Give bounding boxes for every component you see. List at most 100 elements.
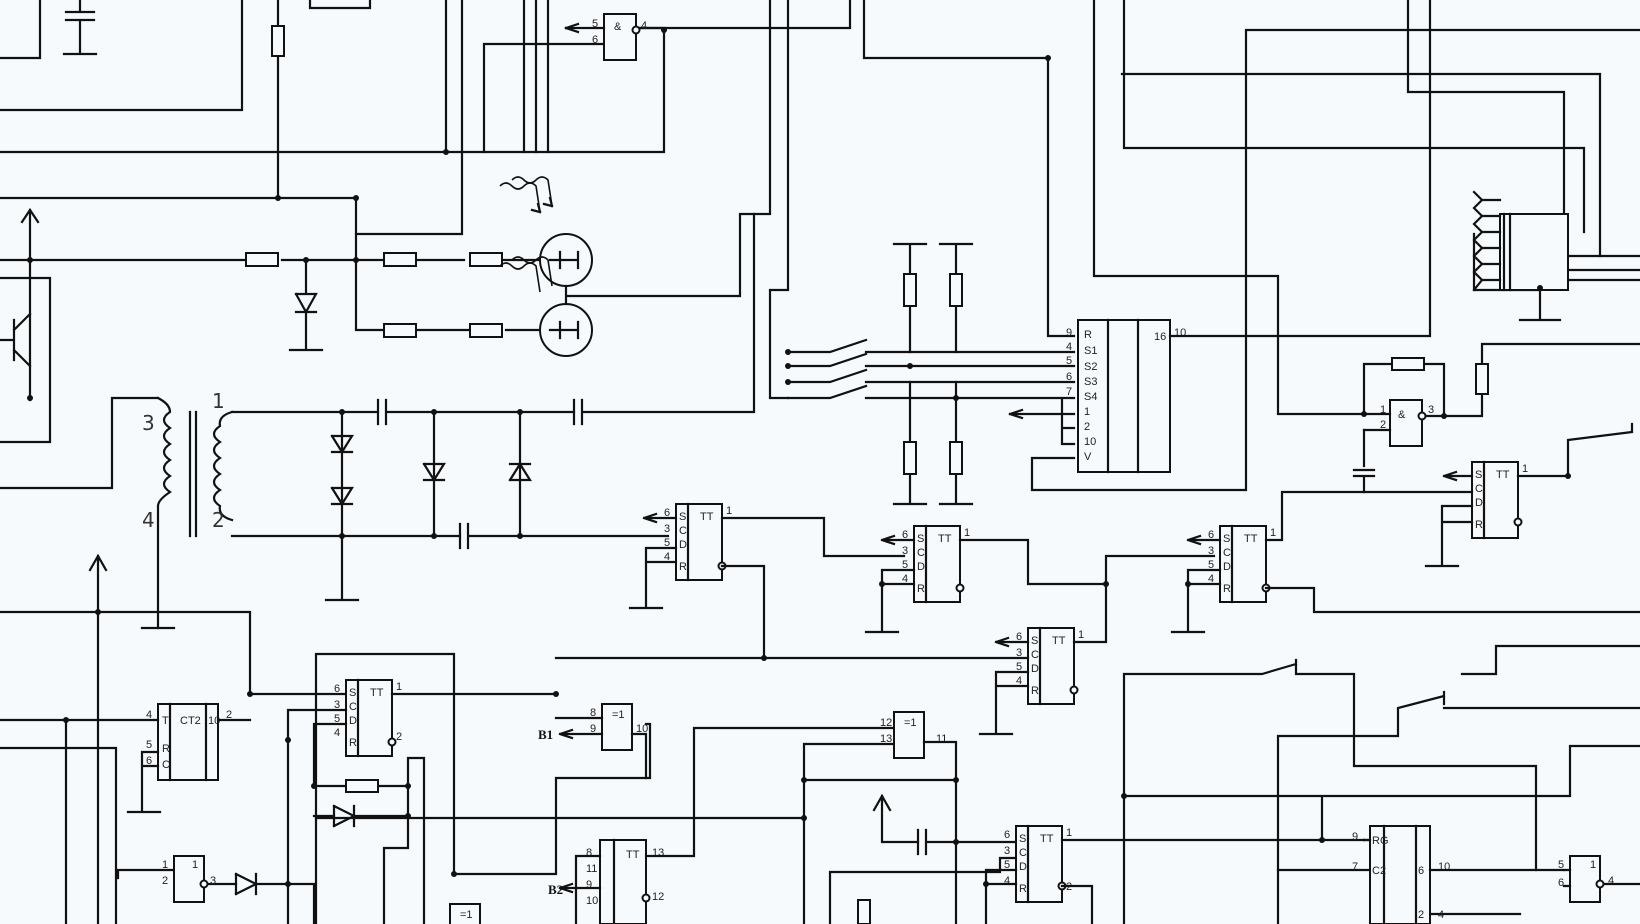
shift-register: R S1 S2 S3 S4 1 2 10 V 9 4 5 6 7 16 10 [1066,0,1432,474]
and-gate-right: & 1 2 3 [1352,342,1640,494]
flipflop-2: TT S C D R 6 3 5 4 1 [864,524,1216,634]
flipflop-3-title: TT [1244,533,1258,545]
flipflop-1-num-3: 3 [664,523,670,535]
register-rg-num-2: 2 [1418,909,1424,921]
gate-xor-bottom: =1 [449,903,481,924]
counter-num-6: 6 [146,755,152,767]
transistor-left [0,208,52,444]
and-gate-top-symbol: & [614,21,622,33]
counter-num-2: 2 [226,709,232,721]
transformer-pin-2: 2 [212,508,225,532]
shift-register-pin-s3: S3 [1084,376,1097,388]
photo-sensor-block [0,0,772,357]
signal-b2-label: B2 [548,882,563,897]
flipflop-6-r: R [1019,883,1027,895]
flipflop-4-num-4: 4 [1016,675,1022,687]
flipflop-5-num-5: 5 [334,713,340,725]
register-rg-pin-c2: C2 [1372,865,1386,877]
flipflop-2-title: TT [938,533,952,545]
counter-num-5: 5 [146,739,152,751]
flipflop-b2-num-10: 10 [586,895,598,907]
flipflop-3-c: C [1223,547,1231,559]
flipflop-5-num-1: 1 [396,681,402,693]
and-gate-right-symbol: & [1398,409,1406,421]
and-gate-right-pin-2: 2 [1380,419,1386,431]
shift-register-num-4: 4 [1066,341,1072,353]
flipflop-4: TT S C D R 6 3 5 4 1 [554,581,1109,736]
shift-register-pin-10: 10 [1084,436,1096,448]
flipflop-3-d: D [1223,561,1231,573]
flipflop-4-num-5: 5 [1016,661,1022,673]
flipflop-1-num-1: 1 [726,505,732,517]
flipflop-3-num-1: 1 [1270,527,1276,539]
register-rg-num-10: 10 [1438,861,1450,873]
flipflop-2-r: R [917,583,925,595]
flipflop-2-num-4: 4 [902,573,908,585]
transformer-pin-1: 1 [212,389,225,413]
flipflop-4-num-6: 6 [1016,631,1022,643]
flipflop-1-num-4: 4 [664,551,670,563]
counter-pin-c: C [162,759,170,771]
flipflop-6-d: D [1019,861,1027,873]
flipflop-6-c: C [1019,847,1027,859]
flipflop-4-num-3: 3 [1016,647,1022,659]
and-gate-right-pin-1: 1 [1380,404,1386,416]
switch-bank [768,0,1640,506]
flipflop-1-s: S [679,511,686,523]
flipflop-5-c: C [349,701,357,713]
gate-xor-mid-pin-12: 12 [880,717,892,729]
flipflop-5-num-6: 6 [334,683,340,695]
register-rg-num-7: 7 [1352,861,1358,873]
flipflop-far-right-r: R [1475,519,1483,531]
flipflop-b2-num-12: 12 [652,891,664,903]
flipflop-far-right: TT S C D R 1 [1362,422,1634,568]
flipflop-4-r: R [1031,685,1039,697]
flipflop-2-num-1: 1 [964,527,970,539]
gate-xor-bottom-symbol: =1 [460,909,473,921]
shift-register-num-10: 10 [1174,327,1186,339]
flipflop-3-r: R [1223,583,1231,595]
flipflop-2-c: C [917,547,925,559]
register-rg-num-4: 4 [1438,909,1444,921]
counter-ct2: CT2 T R C 4 5 6 10 2 [64,702,252,814]
flipflop-5-num-2: 2 [396,731,402,743]
flipflop-6-num-6: 6 [1004,829,1010,841]
flipflop-1-c: C [679,525,687,537]
flipflop-b2-num-13: 13 [652,847,664,859]
flipflop-6-num-1: 1 [1066,827,1072,839]
flipflop-b2-num-11: 11 [586,863,597,875]
and-gate-top: & 5 6 4 [564,13,667,61]
and-gate-top-pin-4: 4 [641,20,647,32]
gate-one-right: 1 5 6 4 [1558,855,1640,903]
gate-one-left-pin-3: 3 [210,875,216,887]
gate-one-left-symbol: 1 [192,859,198,871]
flipflop-5-s: S [349,687,356,699]
transformer-pin-3: 3 [142,411,155,435]
flipflop-6-title: TT [1040,833,1054,845]
transformer-pin-4: 4 [142,508,155,532]
shift-register-pin-s2: S2 [1084,361,1097,373]
and-gate-right-pin-3: 3 [1428,404,1434,416]
flipflop-1-num-5: 5 [664,537,670,549]
flipflop-4-c: C [1031,649,1039,661]
flipflop-2-s: S [917,533,924,545]
top-right-wiring [1092,0,1640,416]
gate-xor-b1: =1 8 9 10 B1 [538,703,648,780]
flipflop-6: TT S C D R 6 3 5 4 1 2 [983,824,1366,924]
flipflop-b2: TT 8 11 9 10 13 12 B2 [548,726,896,924]
flipflop-5-d: D [349,715,357,727]
register-rg-pin-rg: RG [1372,835,1389,847]
gate-one-left-pin-1: 1 [162,859,168,871]
flipflop-b2-num-9: 9 [586,879,592,891]
signal-b1-label: B1 [538,727,553,742]
and-gate-top-pin-5: 5 [592,18,598,30]
flipflop-6-num-5: 5 [1004,859,1010,871]
flipflop-far-right-d: D [1475,497,1483,509]
capacitor-top-left [62,0,98,56]
flipflop-far-right-s: S [1475,469,1482,481]
shift-register-num-5: 5 [1066,355,1072,367]
bottom-middle-wiring: =1 12 13 11 [314,711,1016,924]
counter-pin-t: T [162,715,169,727]
flipflop-2-d: D [917,561,925,573]
gate-one-right-pin-5: 5 [1558,859,1564,871]
